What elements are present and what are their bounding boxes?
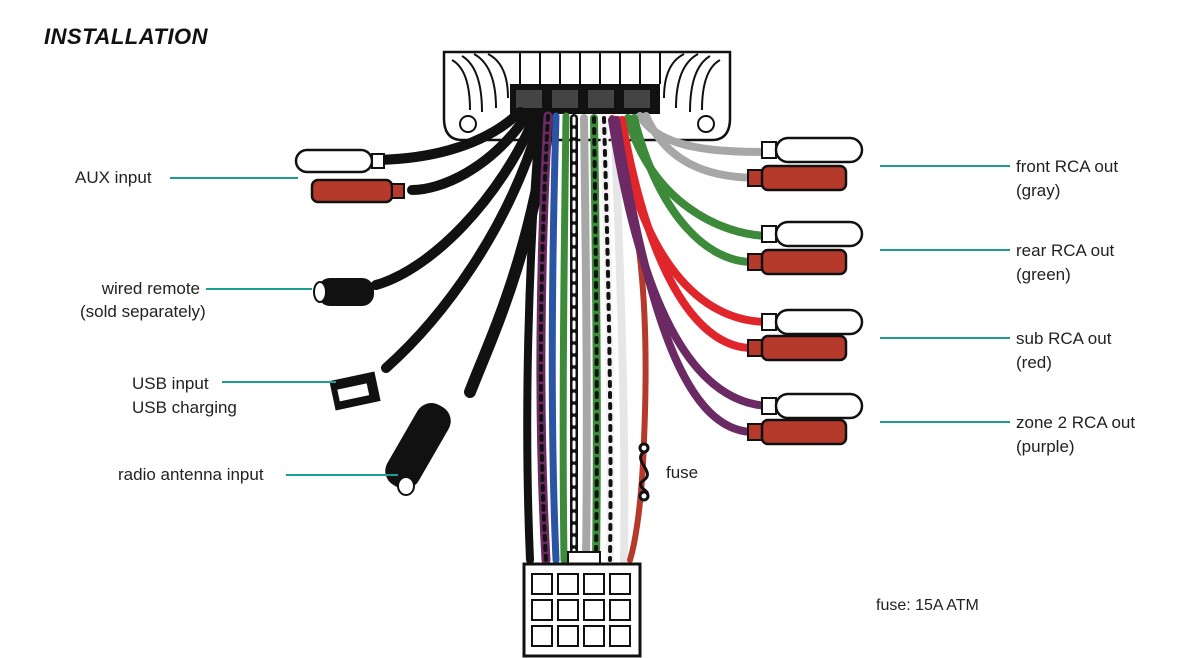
- leader-lines: [170, 165, 1010, 476]
- fuse-spec-note: fuse: 15A ATM: [876, 597, 979, 614]
- harness-connector: [522, 551, 642, 658]
- sub-rca-color: (red): [1016, 353, 1052, 372]
- wired-remote-jack: [313, 278, 374, 306]
- sub-rca-label: sub RCA out: [1016, 329, 1112, 348]
- sub-rca-plugs: [747, 308, 864, 362]
- right-cables: [608, 112, 774, 436]
- usb-charging-label: USB charging: [132, 398, 237, 417]
- rear-rca-plugs: [747, 220, 864, 276]
- zone2-rca-plugs: [747, 392, 864, 446]
- usb-input-label: USB input: [132, 374, 209, 393]
- zone2-rca-label: zone 2 RCA out: [1016, 413, 1136, 432]
- radio-antenna-label: radio antenna input: [118, 465, 264, 484]
- main-harness-bundle: [523, 111, 649, 565]
- aux-input-label: AUX input: [75, 168, 152, 187]
- radio-antenna-plug: [385, 403, 451, 496]
- usb-plug-icon: [329, 371, 381, 411]
- zone2-rca-color: (purple): [1016, 437, 1075, 456]
- rear-rca-color: (green): [1016, 265, 1071, 284]
- front-rca-color: (gray): [1016, 181, 1061, 200]
- fuse-label: fuse: [666, 463, 699, 482]
- section-title: INSTALLATION: [44, 24, 209, 49]
- aux-rca-red-plug: [310, 178, 405, 204]
- rear-rca-label: rear RCA out: [1016, 241, 1115, 260]
- fuse-icon: [638, 442, 650, 502]
- front-rca-plugs: [747, 136, 864, 192]
- wired-remote-label: wired remote: [101, 279, 200, 298]
- aux-rca-white-plug: [294, 148, 385, 174]
- wired-remote-note: (sold separately): [80, 302, 206, 321]
- front-rca-label: front RCA out: [1016, 157, 1119, 176]
- left-cables: [365, 107, 556, 398]
